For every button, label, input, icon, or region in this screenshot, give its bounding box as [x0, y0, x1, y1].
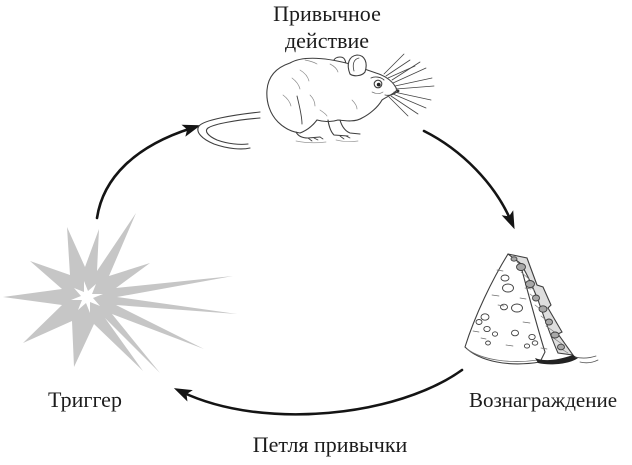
trigger-label: Триггер: [48, 387, 122, 412]
starburst-icon: [3, 213, 237, 373]
routine-label-line1: Привычное: [273, 1, 381, 26]
routine-label: Привычное действие: [227, 0, 427, 54]
mouse-icon: [197, 53, 435, 150]
loop-arrow-trigger-to-routine: [95, 124, 201, 220]
loop-arrow-reward-to-trigger: [173, 368, 464, 416]
cheese-icon: [464, 253, 599, 365]
routine-label-line2: действие: [284, 28, 370, 53]
reward-label: Вознаграждение: [468, 388, 618, 412]
loop-arrow-routine-to-reward: [422, 129, 515, 230]
loop-caption: Петля привычки: [252, 432, 408, 457]
